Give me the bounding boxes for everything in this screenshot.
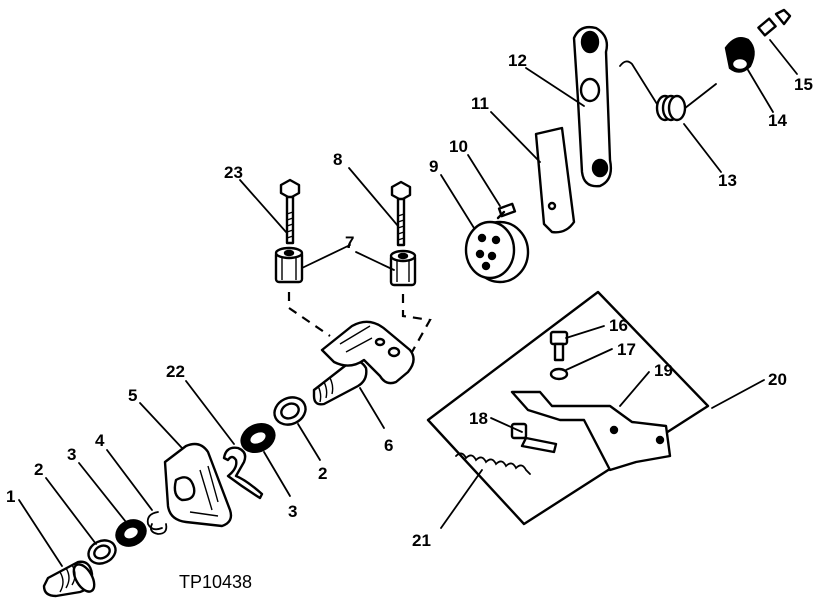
callout-4: 4 xyxy=(95,431,105,450)
part-19-lever xyxy=(510,390,672,472)
callout-7: 7 xyxy=(345,233,354,252)
part-1-pin xyxy=(42,560,96,598)
callout-17: 17 xyxy=(617,340,636,359)
part-8-bolt xyxy=(390,180,412,247)
callout-2-center: 2 xyxy=(318,464,327,483)
callout-9: 9 xyxy=(429,157,438,176)
callout-3-left: 3 xyxy=(67,445,76,464)
callout-14: 14 xyxy=(768,111,787,130)
part-18-screw xyxy=(510,422,558,454)
part-17-washer xyxy=(549,367,569,381)
part-4-snap-ring xyxy=(146,511,168,535)
part-10-screw xyxy=(496,202,517,220)
part-3-seal-left xyxy=(115,519,147,547)
callout-23: 23 xyxy=(224,163,243,182)
part-13-torsion-spring xyxy=(619,60,717,122)
part-21-spring xyxy=(455,452,531,475)
callout-10: 10 xyxy=(449,137,468,156)
figure-id: TP10438 xyxy=(179,572,252,592)
part-2-washer-center xyxy=(273,396,307,426)
callout-1: 1 xyxy=(6,487,15,506)
part-23-bolt xyxy=(279,178,301,245)
part-22-spring-clip xyxy=(222,446,264,500)
callout-11: 11 xyxy=(471,94,489,113)
callout-20: 20 xyxy=(768,370,787,389)
part-2-washer-left xyxy=(87,539,117,565)
callout-19: 19 xyxy=(654,361,673,380)
part-15-bolt xyxy=(757,8,792,37)
part-3-seal-center xyxy=(240,423,276,453)
part-11-plate xyxy=(534,126,576,234)
callout-15: 15 xyxy=(794,75,813,94)
callout-21: 21 xyxy=(412,531,431,550)
callout-3-center: 3 xyxy=(288,502,297,521)
part-7-spacer-left xyxy=(274,246,304,284)
callout-12: 12 xyxy=(508,51,527,70)
callout-22: 22 xyxy=(166,362,185,381)
leader-lines xyxy=(18,39,798,567)
callout-13: 13 xyxy=(718,171,737,190)
callout-18: 18 xyxy=(469,409,488,428)
part-12-link-arm xyxy=(572,25,613,188)
part-9-disc xyxy=(464,220,530,284)
callout-labels: 1 2 3 4 5 22 3 2 6 7 23 8 9 10 11 12 13 … xyxy=(6,51,813,550)
callout-6: 6 xyxy=(384,436,393,455)
callout-16: 16 xyxy=(609,316,628,335)
alignment-dashes xyxy=(287,292,432,353)
part-14-bushing xyxy=(724,37,755,73)
callout-2-left: 2 xyxy=(34,460,43,479)
callout-8: 8 xyxy=(333,150,342,169)
part-7-spacer-right xyxy=(389,249,417,287)
callout-5: 5 xyxy=(128,386,137,405)
part-5-cam-lever xyxy=(163,442,233,528)
part-6-shaft-bracket xyxy=(312,320,415,406)
